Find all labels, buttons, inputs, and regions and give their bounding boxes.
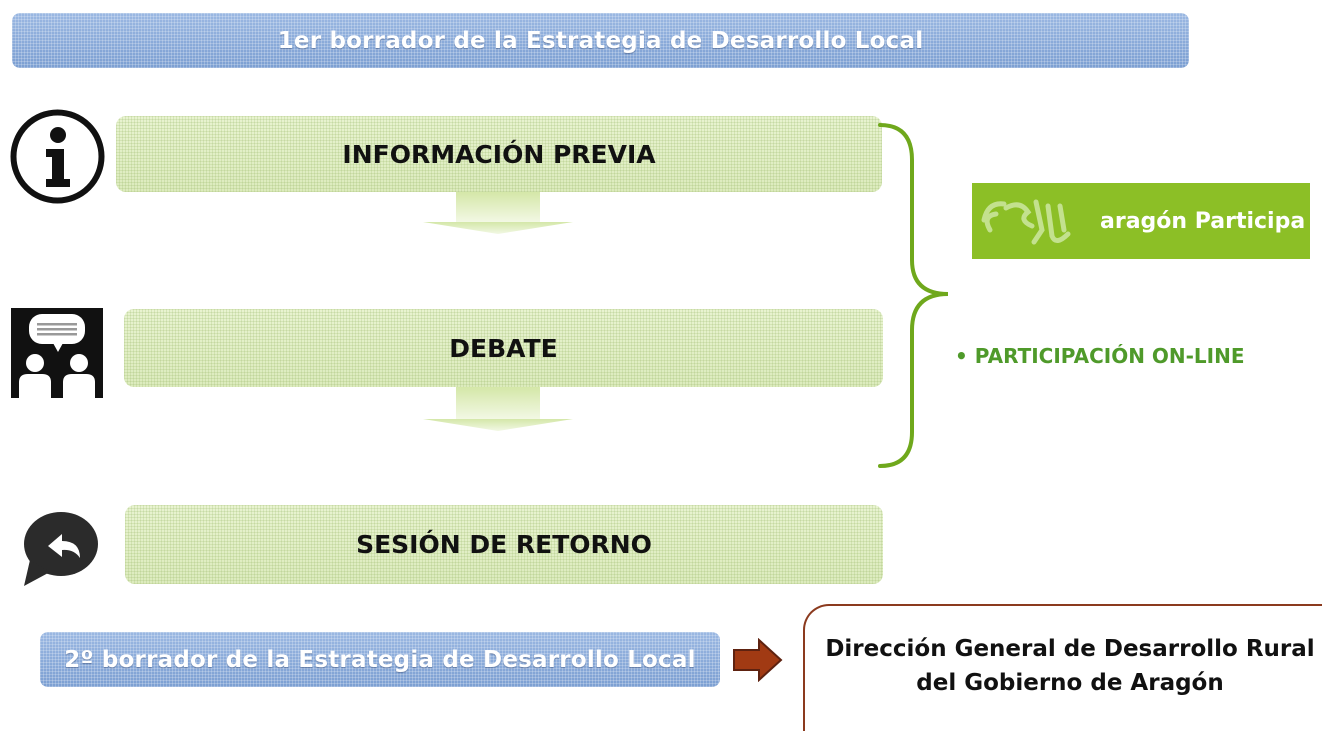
online-participation: • PARTICIPACIÓN ON-LINE	[955, 344, 1245, 368]
reply-icon	[24, 512, 98, 586]
destination-line-1: Dirección General de Desarrollo Rural	[825, 636, 1315, 662]
step-sesion-de-retorno-label: SESIÓN DE RETORNO	[356, 530, 652, 559]
first-draft-banner: 1er borrador de la Estrategia de Desarro…	[12, 13, 1189, 68]
second-draft-title: 2º borrador de la Estrategia de Desarrol…	[64, 646, 696, 673]
destination-text: Dirección General de Desarrollo Rural de…	[805, 632, 1322, 700]
right-arrow	[733, 638, 783, 682]
step-debate: DEBATE	[124, 309, 883, 387]
destination-line-2: del Gobierno de Aragón	[916, 670, 1224, 696]
down-arrow-2	[423, 387, 573, 431]
aragon-participa-logo: aragón Participa	[972, 183, 1310, 259]
step-debate-label: DEBATE	[449, 333, 558, 363]
step-informacion-previa: INFORMACIÓN PREVIA	[116, 116, 882, 192]
down-arrow-1	[423, 192, 573, 234]
info-icon	[10, 109, 105, 204]
online-participation-label: PARTICIPACIÓN ON-LINE	[974, 344, 1245, 368]
destination-box	[803, 604, 1322, 731]
second-draft-banner: 2º borrador de la Estrategia de Desarrol…	[40, 632, 720, 687]
step-informacion-previa-label: INFORMACIÓN PREVIA	[342, 139, 656, 169]
curly-brace	[878, 123, 949, 468]
aragon-participa-emblem	[981, 199, 1071, 245]
meeting-icon	[11, 308, 103, 398]
first-draft-title: 1er borrador de la Estrategia de Desarro…	[277, 27, 924, 54]
bullet: •	[955, 344, 968, 368]
logo-text: aragón Participa	[1100, 208, 1306, 234]
step-sesion-de-retorno: SESIÓN DE RETORNO	[125, 505, 883, 584]
